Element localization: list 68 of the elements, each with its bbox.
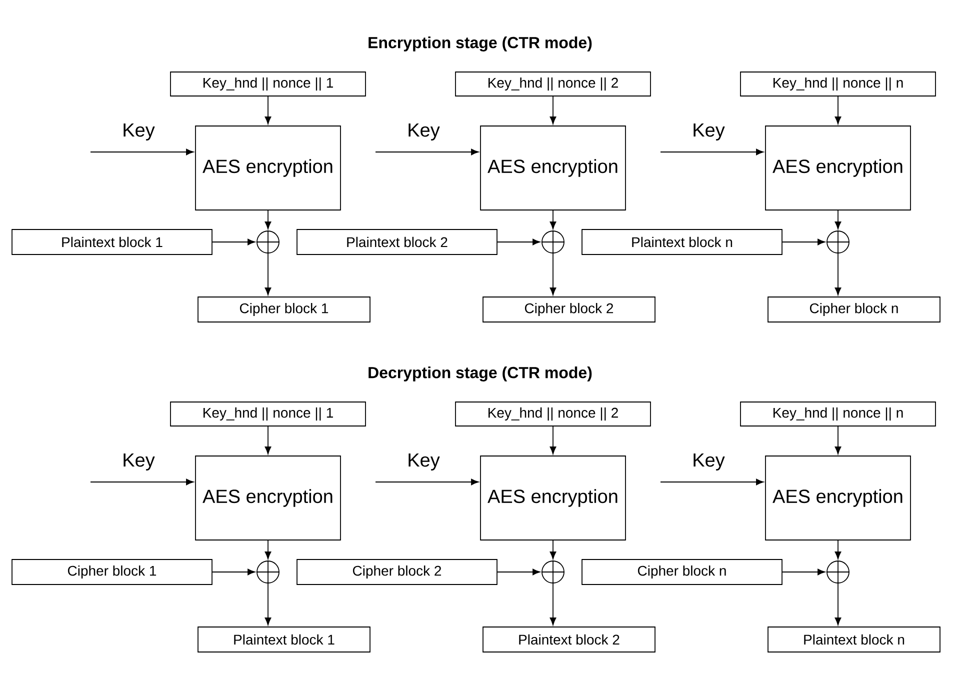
counter-box: Key_hnd || nonce || 1	[170, 72, 366, 96]
arrow	[264, 253, 272, 296]
edge-label: Key	[124, 124, 155, 140]
arrow	[497, 238, 540, 246]
edge-label: Key	[408, 454, 440, 470]
output-block-box: Plaintext block 2	[482, 626, 656, 652]
stage-heading: Decryption stage (CTR mode)	[368, 366, 592, 382]
output-block-box: Plaintext block 1	[198, 626, 370, 652]
arrow	[550, 253, 556, 296]
arrow	[375, 478, 479, 486]
counter-box: Key_hnd || nonce || n	[740, 72, 936, 96]
arrow	[834, 540, 842, 560]
xor-symbol	[256, 560, 280, 584]
arrow	[834, 253, 842, 296]
arrow	[90, 478, 194, 486]
arrow	[90, 148, 194, 156]
arrow	[550, 426, 556, 454]
cipher-box: AES encryption	[765, 456, 911, 540]
arrow	[660, 478, 764, 486]
arrow	[660, 148, 764, 156]
output-block-box: Cipher block 1	[198, 296, 370, 322]
arrow	[834, 426, 842, 454]
output-block-box: Cipher block 2	[482, 296, 656, 322]
arrow	[834, 96, 842, 124]
counter-box: Key_hnd || nonce || 1	[170, 402, 366, 426]
arrow	[497, 568, 540, 576]
input-block-box: Plaintext block 2	[296, 229, 498, 255]
arrow	[550, 96, 556, 124]
arrow	[264, 96, 272, 124]
arrow	[782, 568, 826, 576]
arrow	[782, 238, 826, 246]
edge-label: Key	[124, 454, 155, 470]
input-block-box: Cipher block 2	[296, 559, 498, 585]
arrow	[550, 210, 556, 230]
xor-symbol	[826, 560, 850, 584]
input-block-box: Cipher block n	[582, 559, 782, 585]
input-block-box: Plaintext block n	[582, 229, 782, 255]
counter-box: Key_hnd || nonce || 2	[455, 72, 651, 96]
arrow	[212, 238, 256, 246]
arrow	[834, 210, 842, 230]
arrow	[264, 426, 272, 454]
output-block-box: Plaintext block n	[768, 626, 940, 652]
xor-symbol	[541, 560, 565, 584]
arrow	[550, 583, 556, 626]
cipher-box: AES encryption	[480, 456, 626, 540]
counter-box: Key_hnd || nonce || 2	[455, 402, 651, 426]
edge-label: Key	[694, 454, 725, 470]
arrow	[264, 583, 272, 626]
arrow	[375, 148, 479, 156]
counter-box: Key_hnd || nonce || n	[740, 402, 936, 426]
input-block-box: Plaintext block 1	[12, 229, 212, 255]
arrow	[264, 210, 272, 230]
edge-label: Key	[694, 124, 725, 140]
cipher-box: AES encryption	[765, 126, 911, 210]
arrow	[550, 540, 556, 560]
arrow	[834, 583, 842, 626]
cipher-box: AES encryption	[195, 456, 341, 540]
arrow	[212, 568, 256, 576]
output-block-box: Cipher block n	[768, 296, 940, 322]
xor-symbol	[826, 230, 850, 254]
arrow	[264, 540, 272, 560]
input-block-box: Cipher block 1	[12, 559, 212, 585]
xor-symbol	[256, 230, 280, 254]
cipher-box: AES encryption	[480, 126, 626, 210]
cipher-box: AES encryption	[195, 126, 341, 210]
edge-label: Key	[408, 124, 440, 140]
stage-heading: Encryption stage (CTR mode)	[368, 36, 592, 52]
xor-symbol	[541, 230, 565, 254]
